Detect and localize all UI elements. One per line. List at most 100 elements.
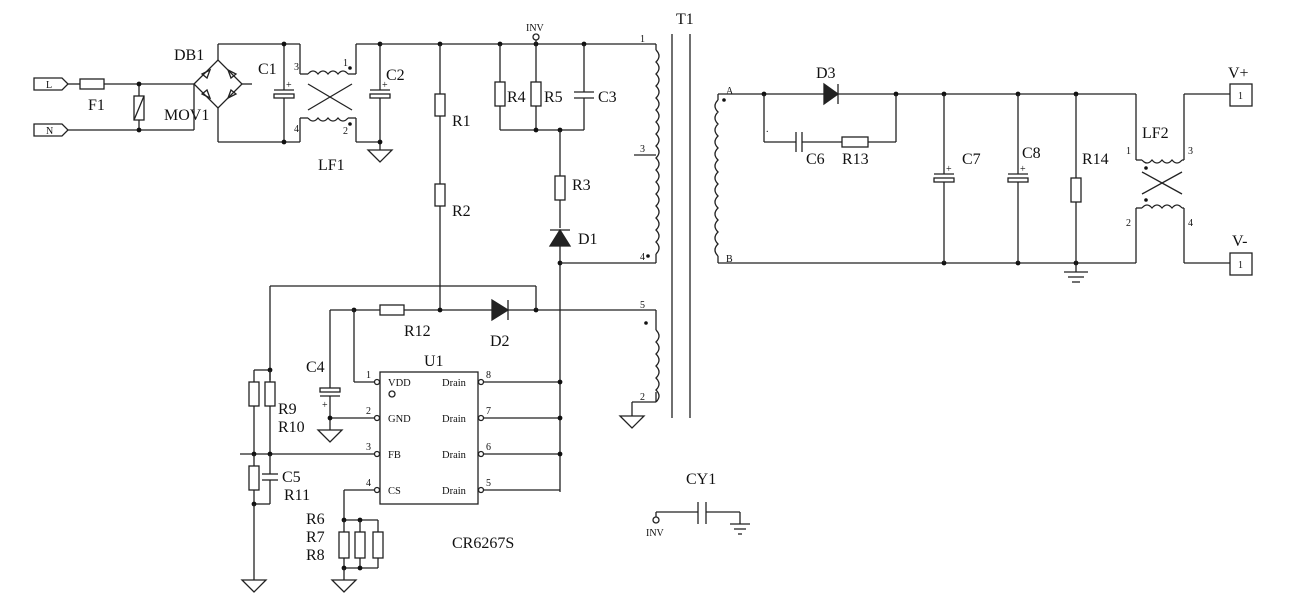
svg-text:3: 3 [294, 62, 299, 73]
label-C5: C5 [282, 469, 301, 486]
diode-D1 [548, 228, 572, 247]
svg-text:5: 5 [640, 300, 645, 311]
label-CR6267S: CR6267S [452, 535, 514, 552]
ground-symbol [316, 429, 344, 443]
label-R1: R1 [452, 113, 471, 130]
label-C7: C7 [962, 151, 981, 168]
diode-D2 [491, 298, 510, 322]
label-F1: F1 [88, 97, 105, 114]
transformer-T1 [560, 34, 726, 418]
connector-Vminus [1229, 252, 1253, 276]
svg-text:.: . [766, 124, 769, 135]
svg-text:2: 2 [343, 126, 348, 137]
svg-text:1: 1 [1238, 260, 1243, 271]
resistor-R6 [338, 531, 350, 559]
label-R7: R7 [306, 529, 325, 546]
svg-text:1: 1 [343, 58, 348, 69]
svg-text:2: 2 [366, 406, 371, 417]
connector-Vplus [1229, 83, 1253, 107]
label-A: A [726, 86, 734, 97]
resistor-R7 [354, 531, 366, 559]
svg-text:+: + [946, 164, 952, 175]
label-R13: R13 [842, 151, 869, 168]
label-R5: R5 [544, 89, 563, 106]
svg-text:3: 3 [366, 442, 371, 453]
svg-text:1: 1 [1126, 146, 1131, 157]
svg-text:3: 3 [640, 144, 645, 155]
label-INV-top: INV [526, 23, 545, 34]
svg-text:1: 1 [366, 370, 371, 381]
resistor-R1 [434, 93, 446, 117]
input-section: L N F1 MOV1 DB1 [33, 41, 405, 174]
label-N: N [46, 126, 53, 137]
resistor-R4 [494, 81, 506, 107]
ic-pin-label: GND [388, 414, 411, 425]
resistor-R5 [530, 81, 542, 107]
svg-text:1: 1 [640, 34, 645, 45]
ground-symbol [366, 149, 394, 163]
ic-pin-label: Drain [442, 414, 467, 425]
resistor-R2 [434, 183, 446, 207]
resistor-R11 [248, 465, 260, 491]
resistor-R10 [264, 381, 276, 407]
label-R9: R9 [278, 401, 297, 418]
ic-pin-label: Drain [442, 450, 467, 461]
label-INV-bottom: INV [646, 528, 665, 539]
ground-symbol [240, 579, 268, 593]
label-R14: R14 [1082, 151, 1109, 168]
label-U1: U1 [424, 353, 444, 370]
label-LF2: LF2 [1142, 125, 1169, 142]
label-MOV1: MOV1 [164, 107, 209, 124]
svg-text:2: 2 [1126, 218, 1131, 229]
ground-symbol [618, 415, 646, 429]
svg-text:6: 6 [486, 442, 491, 453]
label-C6: C6 [806, 151, 825, 168]
svg-text:3: 3 [1188, 146, 1193, 157]
diode-D3 [823, 82, 840, 106]
test-point-INV-bottom [652, 516, 660, 524]
label-R3: R3 [572, 177, 591, 194]
label-R6: R6 [306, 511, 325, 528]
label-Vplus: V+ [1228, 65, 1249, 82]
svg-text:7: 7 [486, 406, 491, 417]
choke-LF2 [1135, 94, 1185, 263]
label-R2: R2 [452, 203, 471, 220]
resistor-R3 [554, 175, 566, 201]
test-point-INV [532, 33, 540, 41]
choke-LF1 [299, 44, 357, 142]
label-D1: D1 [578, 231, 598, 248]
ic-pin-label: VDD [388, 378, 411, 389]
ic-pin-label: CS [388, 486, 401, 497]
label-T1: T1 [676, 11, 694, 28]
resistor-R13 [841, 136, 869, 148]
svg-text:+: + [382, 80, 388, 91]
label-CY1: CY1 [686, 471, 716, 488]
svg-text:+: + [1020, 164, 1026, 175]
svg-text:4: 4 [1188, 218, 1193, 229]
svg-text:4: 4 [366, 478, 371, 489]
label-C4: C4 [306, 359, 325, 376]
label-R11: R11 [284, 487, 310, 504]
label-C1: C1 [258, 61, 277, 78]
label-DB1: DB1 [174, 47, 204, 64]
ic-U1 [379, 371, 479, 505]
label-R10: R10 [278, 419, 305, 436]
label-R4: R4 [507, 89, 526, 106]
svg-text:4: 4 [640, 252, 645, 263]
svg-text:8: 8 [486, 370, 491, 381]
label-L: L [46, 80, 52, 91]
label-D3: D3 [816, 65, 836, 82]
resistor-R8 [372, 531, 384, 559]
terminal-N [33, 123, 69, 137]
resistor-R14 [1070, 177, 1082, 203]
svg-text:1: 1 [1238, 91, 1243, 102]
label-D2: D2 [490, 333, 510, 350]
svg-text:+: + [286, 80, 292, 91]
svg-text:5: 5 [486, 478, 491, 489]
label-C2: C2 [386, 67, 405, 84]
resistor-R9 [248, 381, 260, 407]
label-Vminus: V- [1232, 233, 1247, 250]
terminal-L [33, 77, 69, 91]
label-LF1: LF1 [318, 157, 345, 174]
